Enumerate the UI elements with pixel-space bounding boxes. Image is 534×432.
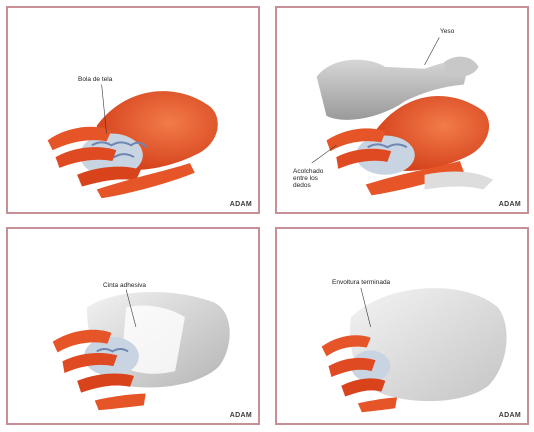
label-finger-padding: Acolchado entre los dedos (293, 168, 327, 189)
adam-logo: ADAM (499, 201, 521, 208)
label-cloth-ball: Bola de tela (78, 76, 112, 83)
panel-finished-wrap: Envoltura terminada ADAM (275, 227, 529, 425)
label-cast: Yeso (440, 28, 454, 35)
hand-illustration (277, 229, 527, 423)
hand-illustration (8, 229, 258, 423)
panel-cast: Yeso Acolchado entre los dedos ADAM (275, 6, 529, 214)
adam-logo: ADAM (230, 412, 252, 419)
adam-logo: ADAM (230, 201, 252, 208)
panel-tape: Cinta adhesiva ADAM (6, 227, 260, 425)
label-tape: Cinta adhesiva (103, 282, 146, 289)
hand-illustration (8, 8, 258, 212)
adam-logo: ADAM (499, 412, 521, 419)
label-finished-wrap: Envoltura terminada (332, 279, 390, 286)
panel-cloth-ball: Bola de tela ADAM (6, 6, 260, 214)
